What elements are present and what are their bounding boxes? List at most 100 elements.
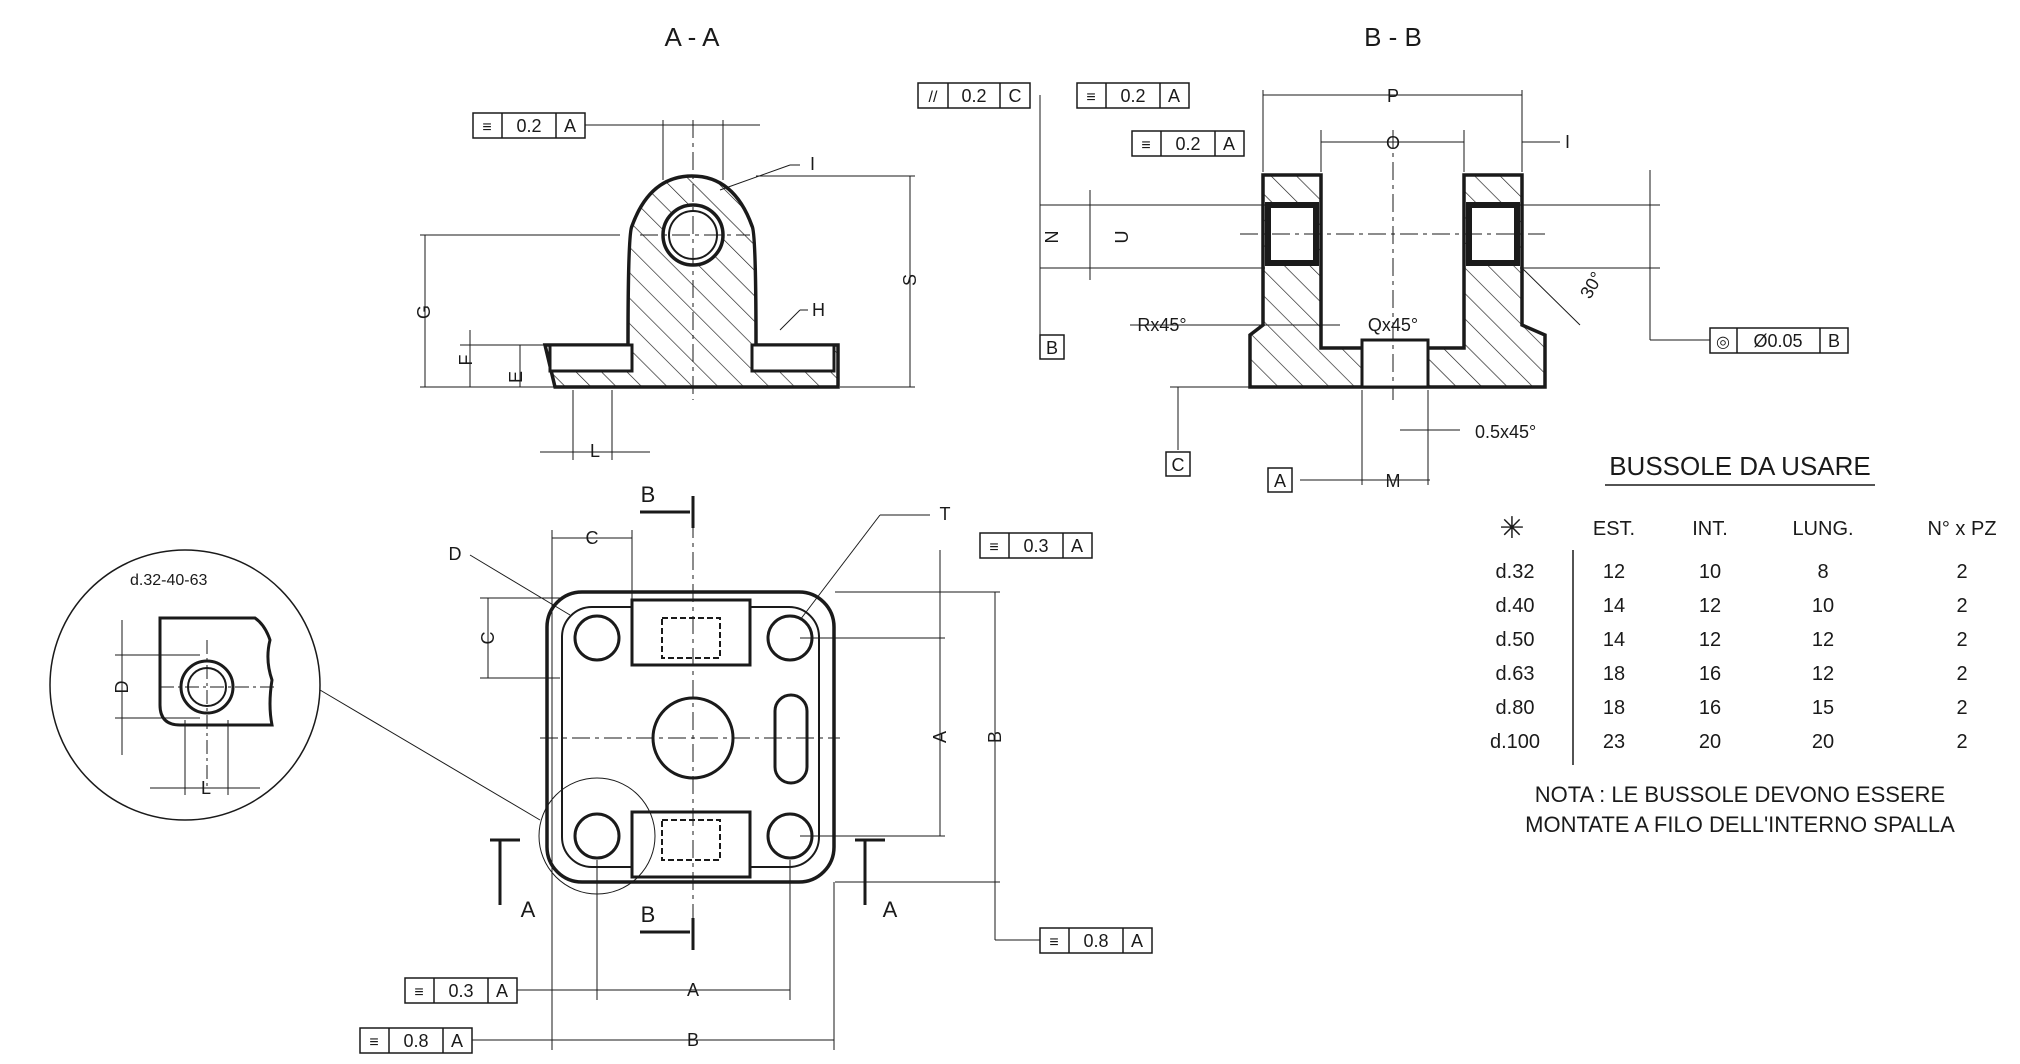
svg-text:0.3: 0.3 (1023, 536, 1048, 556)
table-cell-lung: 20 (1812, 731, 1834, 753)
table-cell-est: 18 (1603, 663, 1625, 685)
table-cell-lung: 10 (1812, 595, 1834, 617)
datum-b: B (1039, 334, 1065, 360)
table-cell-int: 10 (1699, 561, 1721, 583)
dim-e-label: E (506, 371, 526, 383)
dim-t-label: T (940, 504, 951, 524)
dim-qx45-label: Qx45° (1368, 315, 1418, 335)
table-cell-int: 12 (1699, 595, 1721, 617)
svg-text:C: C (1009, 86, 1022, 106)
dim-b-horiz-label: B (687, 1030, 699, 1050)
section-bb-view: B - B (917, 22, 1849, 493)
svg-text:B: B (1046, 338, 1058, 358)
tolerance-frame-plan-b-bottom: ≡ 0.8 A (359, 1027, 473, 1054)
section-aa-title: A - A (665, 22, 721, 52)
dim-n-label: N (1042, 231, 1062, 244)
table-title: BUSSOLE DA USARE (1609, 451, 1871, 481)
dim-h-label: H (812, 300, 825, 320)
table-cell-est: 12 (1603, 561, 1625, 583)
table-header-pz: N° x PZ (1927, 518, 1996, 540)
table-cell-est: 14 (1603, 595, 1625, 617)
table-cell-est: 23 (1603, 731, 1625, 753)
svg-text:≡: ≡ (482, 119, 491, 136)
cut-marker-b-bottom: B (641, 902, 656, 927)
tolerance-frame-parallel: // 0.2 C (917, 82, 1031, 109)
dim-i-label: I (810, 154, 815, 174)
svg-text://: // (929, 89, 938, 106)
svg-text:A: A (1168, 86, 1180, 106)
dim-s-label: S (900, 274, 920, 286)
tolerance-frame-plan-t: ≡ 0.3 A (979, 532, 1093, 559)
svg-text:≡: ≡ (414, 984, 423, 1001)
dim-angle-label: 30° (1576, 268, 1607, 302)
cut-marker-a-left: A (521, 897, 536, 922)
table-cell-size: d.100 (1490, 731, 1540, 753)
tolerance-frame-aa: ≡ 0.2 A (472, 112, 586, 139)
table-cell-lung: 15 (1812, 697, 1834, 719)
svg-text:0.2: 0.2 (516, 116, 541, 136)
svg-text:≡: ≡ (1049, 934, 1058, 951)
dim-o-label: O (1386, 133, 1400, 153)
detail-dim-l: L (201, 778, 211, 798)
svg-text:≡: ≡ (369, 1034, 378, 1051)
svg-text:0.2: 0.2 (961, 86, 986, 106)
table-cell-pz: 2 (1956, 629, 1967, 651)
table-cell-pz: 2 (1956, 595, 1967, 617)
dim-rx45-label: Rx45° (1137, 315, 1186, 335)
table-cell-est: 14 (1603, 629, 1625, 651)
dim-a-vert-label: A (930, 731, 950, 743)
section-bb-title: B - B (1364, 22, 1422, 52)
datum-a: A (1267, 467, 1293, 493)
svg-text:Ø0.05: Ø0.05 (1753, 331, 1802, 351)
dim-c-side-label: C (478, 632, 498, 645)
table-cell-pz: 2 (1956, 663, 1967, 685)
table-cell-pz: 2 (1956, 697, 1967, 719)
tolerance-frame-sym-o: ≡ 0.2 A (1131, 130, 1245, 157)
table-header-lung: LUNG. (1792, 518, 1853, 540)
svg-text:B: B (1828, 331, 1840, 351)
tolerance-frame-concentric: ◎ Ø0.05 B (1709, 327, 1849, 354)
svg-text:A: A (496, 981, 508, 1001)
table-symbol: ✳ (1499, 512, 1524, 545)
dim-l-label: L (590, 441, 600, 461)
plan-slot (773, 693, 809, 785)
svg-text:A: A (451, 1031, 463, 1051)
svg-text:A: A (1071, 536, 1083, 556)
dim-c-top-label: C (586, 528, 599, 548)
cut-marker-b-top: B (641, 482, 656, 507)
svg-text:C: C (1172, 455, 1185, 475)
dim-m-label: M (1386, 471, 1401, 491)
table-cell-size: d.50 (1496, 629, 1535, 651)
svg-text:0.2: 0.2 (1120, 86, 1145, 106)
dim-g-label: G (414, 305, 434, 319)
table-cell-int: 16 (1699, 663, 1721, 685)
svg-text:A: A (1131, 931, 1143, 951)
table-cell-size: d.63 (1496, 663, 1535, 685)
bushing-table: BUSSOLE DA USARE ✳ EST. INT. LUNG. N° x … (1490, 451, 1997, 837)
section-aa-body (542, 174, 840, 389)
detail-dim-d: D (112, 681, 132, 694)
tolerance-frame-plan-a-bottom: ≡ 0.3 A (404, 977, 518, 1004)
dim-chamfer-label: 0.5x45° (1475, 422, 1536, 442)
datum-c: C (1165, 451, 1191, 477)
svg-text:A: A (1223, 134, 1235, 154)
section-aa-view: A - A (414, 22, 920, 461)
table-cell-lung: 12 (1812, 629, 1834, 651)
table-cell-pz: 2 (1956, 731, 1967, 753)
dim-b-vert-label: B (985, 731, 1005, 743)
detail-label: d.32-40-63 (130, 572, 207, 589)
dim-a-horiz-label: A (687, 980, 699, 1000)
dim-f-label: F (456, 355, 476, 366)
table-cell-size: d.80 (1496, 697, 1535, 719)
table-note-line2: MONTATE A FILO DELL'INTERNO SPALLA (1525, 812, 1955, 837)
table-cell-pz: 2 (1956, 561, 1967, 583)
svg-text:A: A (1274, 471, 1286, 491)
table-cell-size: d.32 (1496, 561, 1535, 583)
table-cell-lung: 8 (1817, 561, 1828, 583)
svg-text:0.3: 0.3 (448, 981, 473, 1001)
